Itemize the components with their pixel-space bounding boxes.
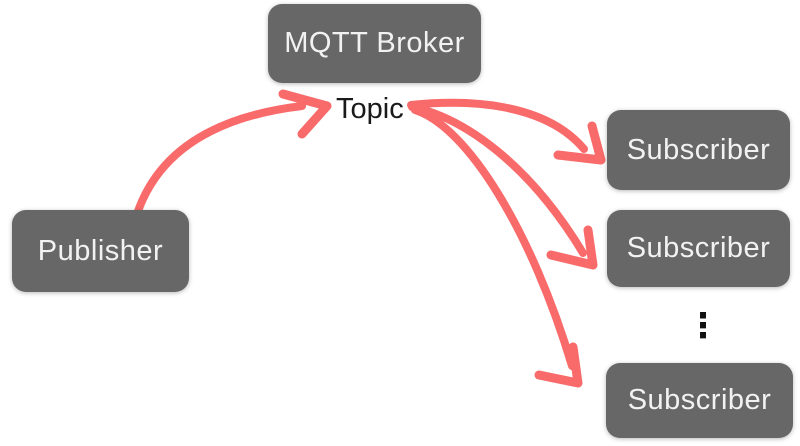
subscribe-arrow-1-head: [553, 121, 606, 165]
topic-label: Topic: [336, 93, 404, 125]
broker-label: MQTT Broker: [284, 27, 465, 59]
publish-arrow-line: [133, 102, 306, 218]
subscriber-label: Subscriber: [626, 232, 771, 264]
subscriber-node-3: Subscriber: [606, 363, 793, 438]
subscriber-label: Subscriber: [627, 384, 772, 416]
broker-node: MQTT Broker: [268, 4, 481, 83]
publisher-label: Publisher: [37, 234, 164, 267]
subscribe-arrow-2-line: [408, 103, 587, 257]
subscriber-node-1: Subscriber: [607, 110, 790, 190]
publisher-node: Publisher: [12, 210, 189, 292]
subscribe-arrow-3-head: [534, 342, 583, 388]
subscriber-label: Subscriber: [626, 133, 771, 166]
publish-arrow-head: [278, 89, 332, 139]
subscribe-arrow-3-line: [411, 106, 576, 370]
vertical-ellipsis-icon: ⋮: [686, 307, 720, 345]
subscribe-arrow-2-head: [546, 225, 598, 270]
subscribe-arrow-1-line: [407, 98, 588, 153]
subscriber-node-2: Subscriber: [607, 210, 790, 287]
